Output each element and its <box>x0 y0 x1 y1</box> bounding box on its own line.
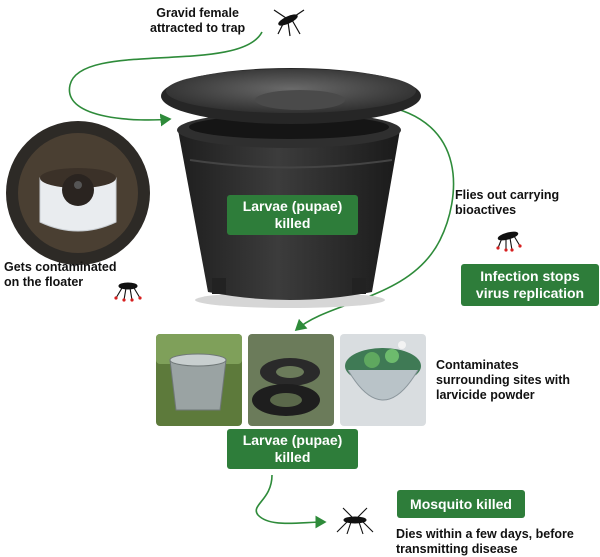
tires-photo <box>248 334 334 426</box>
mosquito-bioactive-icon <box>496 231 522 252</box>
sites-larvae-killed-badge: Larvae (pupae) killed <box>227 429 358 469</box>
gravid-label: Gravid female attracted to trap <box>150 6 246 35</box>
arrow-to-dead-mosquito <box>255 474 327 529</box>
trap-larvae-killed-badge: Larvae (pupae) killed <box>227 195 358 235</box>
mosquito-dead-icon <box>336 507 374 535</box>
arrow-to-trap <box>68 31 263 127</box>
flies-out-label: Flies out carrying bioactives <box>455 188 560 217</box>
floater-inset <box>6 121 150 265</box>
infection-stops-badge: Infection stops virus replication <box>461 264 599 306</box>
mosquito-floater-icon <box>114 282 142 302</box>
trap-lid <box>161 68 421 124</box>
contaminates-label: Contaminates surrounding sites with larv… <box>436 358 571 402</box>
dies-label: Dies within a few days, before transmitt… <box>396 527 574 556</box>
planter-photo <box>340 334 426 426</box>
arrow-to-sites <box>294 104 455 332</box>
mosquito-killed-badge: Mosquito killed <box>397 490 525 518</box>
floater-label: Gets contaminated on the floater <box>4 260 117 289</box>
mosquito-icon <box>273 9 305 37</box>
bucket-photo <box>156 334 242 426</box>
